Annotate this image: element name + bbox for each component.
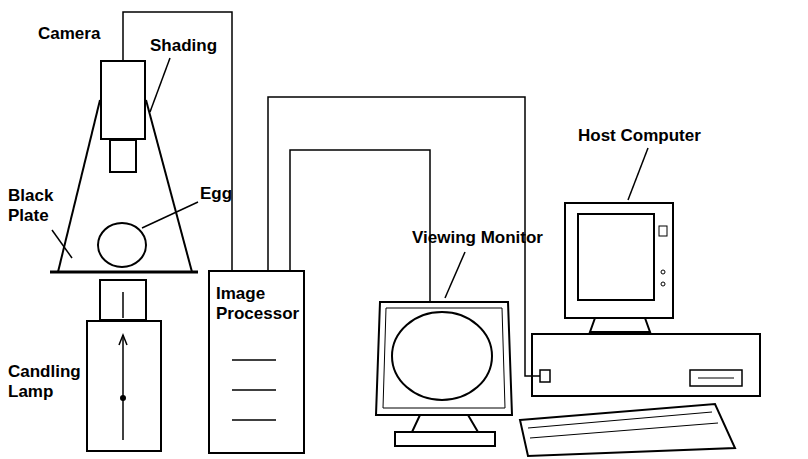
- monitor-base: [395, 432, 495, 446]
- light-ray: [122, 335, 124, 440]
- black-plate: [50, 271, 198, 274]
- leader-line: [142, 202, 198, 228]
- keyboard: [520, 404, 735, 456]
- leader-line: [628, 148, 648, 200]
- leader-line: [445, 252, 465, 298]
- keyboard-row: [530, 423, 718, 438]
- computer-screen: [578, 214, 654, 300]
- shelf-line: [232, 389, 276, 391]
- egg-shape: [98, 223, 146, 267]
- part-label: Black Plate: [8, 186, 68, 225]
- drive-slot: [698, 378, 734, 379]
- leader-line: [52, 230, 72, 258]
- shelf-line: [232, 359, 276, 361]
- monitor-neck: [412, 415, 478, 432]
- power-button: [540, 370, 550, 382]
- monitor-bezel: [383, 308, 505, 408]
- shelf-line: [232, 419, 276, 421]
- node-label: Candling Lamp: [8, 362, 84, 401]
- lamp-box: Candling Lamp: [86, 320, 162, 452]
- part-label: Egg: [200, 184, 250, 204]
- video-cable: [290, 150, 430, 302]
- computer-monitor: [565, 203, 673, 318]
- camera-box: Camera: [100, 60, 146, 140]
- disk-drive: [690, 370, 742, 386]
- ray-head: [119, 335, 127, 345]
- shading-side: [146, 100, 192, 272]
- part-label: Host Computer: [578, 126, 748, 146]
- leader-line: [150, 58, 170, 112]
- monitor-knob: [661, 270, 665, 274]
- node-label: Camera: [38, 24, 108, 44]
- part-label: Viewing Monitor: [412, 228, 582, 248]
- light-ray: [122, 292, 124, 318]
- node-label: Image Processor: [216, 284, 301, 323]
- monitor-screen: [392, 312, 492, 400]
- computer-case: [532, 334, 760, 396]
- monitor-knob: [661, 282, 665, 286]
- lamp-post: [100, 280, 146, 320]
- camera-lens: [110, 140, 136, 172]
- part-label: Shading: [150, 36, 240, 56]
- processor-box: Image Processor: [208, 270, 305, 454]
- computer-stand: [590, 318, 650, 332]
- ray-dot: [121, 396, 125, 400]
- monitor-case: [376, 302, 512, 415]
- monitor-button: [659, 226, 667, 236]
